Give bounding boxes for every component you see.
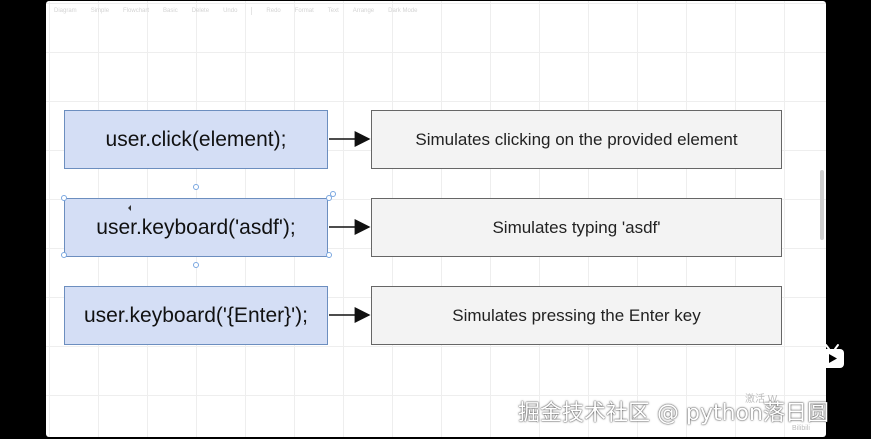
description-label: Simulates typing 'asdf' xyxy=(492,217,661,237)
toolbar-item-diagram[interactable]: Diagram xyxy=(54,8,77,14)
code-box-keyboard-asdf[interactable]: user.keyboard('asdf'); xyxy=(64,198,328,257)
description-label: Simulates pressing the Enter key xyxy=(452,305,701,325)
toolbar-item-basic[interactable]: Basic xyxy=(163,8,178,14)
selection-handle[interactable] xyxy=(193,184,199,190)
rotation-handle[interactable] xyxy=(330,191,336,197)
toolbar-item-redo[interactable]: Redo xyxy=(266,8,281,14)
toolbar-item-delete[interactable]: Delete xyxy=(191,8,210,14)
description-box-typing[interactable]: Simulates typing 'asdf' xyxy=(371,198,782,257)
selection-handle[interactable] xyxy=(61,195,67,201)
toolbar-item-flowchart[interactable]: Flowchart xyxy=(123,8,150,14)
toolbar-item-arrange[interactable]: Arrange xyxy=(352,8,375,14)
corner-label: Bilibili xyxy=(792,425,810,432)
code-box-label: user.keyboard('{Enter}'); xyxy=(84,303,308,327)
toolbar-divider xyxy=(251,7,253,15)
toolbar-item-dark-mode[interactable]: Dark Mode xyxy=(388,8,418,14)
bilibili-tv-icon[interactable] xyxy=(815,340,849,374)
toolbar-item-simple[interactable]: Simple xyxy=(90,8,110,14)
code-box-click[interactable]: user.click(element); xyxy=(64,110,328,169)
code-box-label: user.click(element); xyxy=(105,127,287,151)
selection-handle[interactable] xyxy=(61,252,67,258)
selection-handle[interactable] xyxy=(326,252,332,258)
toolbar-item-text[interactable]: Text xyxy=(327,8,339,14)
toolbar-item-format[interactable]: Format xyxy=(294,8,314,14)
editor-toolbar: Diagram Simple Flowchart Basic Delete Un… xyxy=(46,1,826,21)
watermark: 掘金技术社区 @ python落日圆 xyxy=(518,401,829,426)
code-box-keyboard-enter[interactable]: user.keyboard('{Enter}'); xyxy=(64,286,328,345)
description-box-enter[interactable]: Simulates pressing the Enter key xyxy=(371,286,782,345)
activate-windows-text: 激活 W xyxy=(745,394,778,405)
selection-handle[interactable] xyxy=(326,195,332,201)
description-label: Simulates clicking on the provided eleme… xyxy=(415,129,738,149)
vertical-scrollbar[interactable] xyxy=(820,170,824,240)
description-box-click[interactable]: Simulates clicking on the provided eleme… xyxy=(371,110,782,169)
toolbar-item-undo[interactable]: Undo xyxy=(223,8,238,14)
selection-handle[interactable] xyxy=(193,262,199,268)
code-box-label: user.keyboard('asdf'); xyxy=(96,215,296,239)
